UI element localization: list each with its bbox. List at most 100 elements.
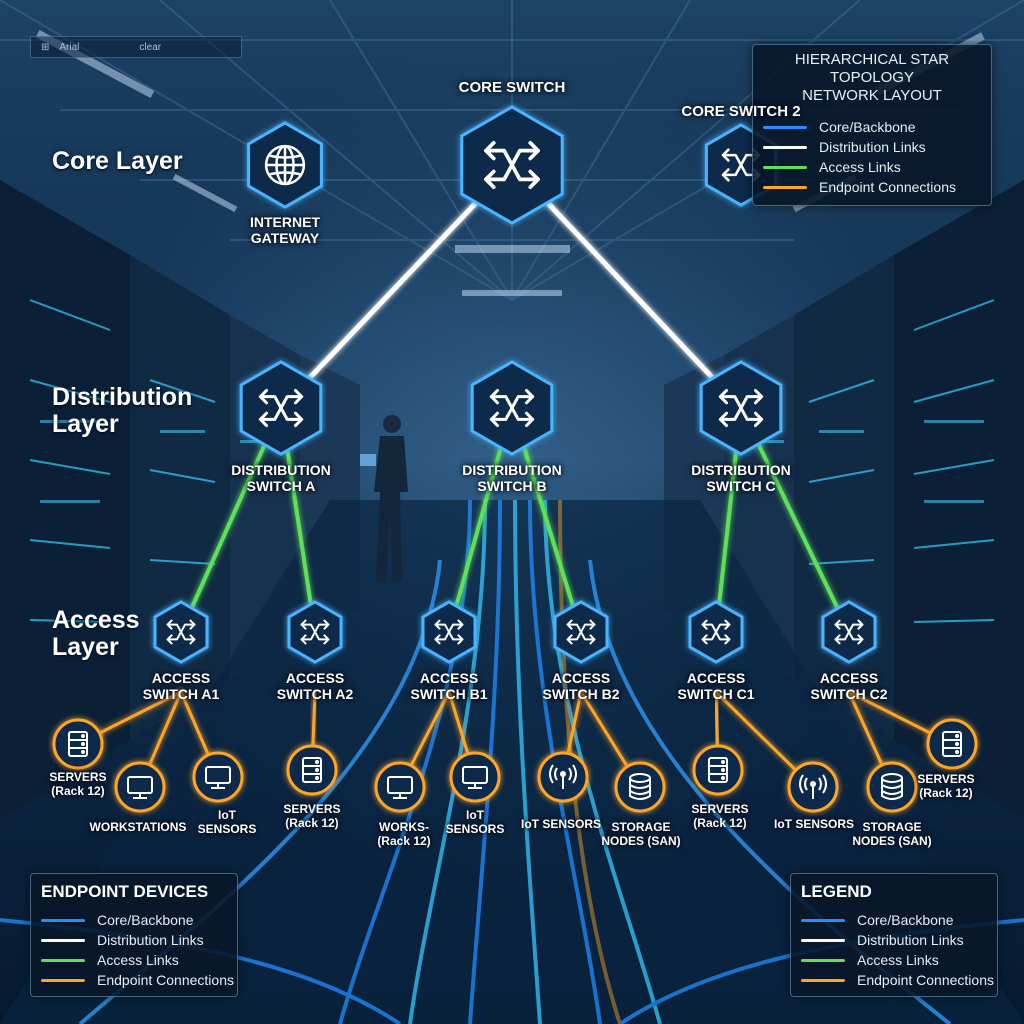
endpoint-ring <box>926 718 978 770</box>
endpoint-label: WORKS-(Rack 12) <box>377 820 430 848</box>
endpoint-device-node[interactable] <box>866 761 918 813</box>
text-toolbar[interactable]: ⊞ Arial clear <box>30 36 242 58</box>
endpoint-label-line-1: SERVERS <box>49 770 107 784</box>
title-line-2: NETWORK LAYOUT <box>802 87 942 104</box>
access-switch-label-line-1: ACCESS <box>686 670 746 686</box>
endpoint-legend-label: Distribution Links <box>97 932 204 948</box>
grid-icon[interactable]: ⊞ <box>41 41 50 53</box>
endpoint-device-node[interactable] <box>286 744 338 796</box>
endpoint-legend-row: Access Links <box>41 950 237 970</box>
endpoint-ring <box>114 761 166 813</box>
core-switch-node[interactable] <box>460 105 564 225</box>
endpoint-device-node[interactable] <box>787 761 839 813</box>
access-switch-label-line-2: SWITCH C2 <box>810 686 888 702</box>
legend-swatch <box>801 918 845 922</box>
title-legend-swatch <box>763 145 807 149</box>
access-switch-node[interactable] <box>421 600 477 664</box>
access-switch-node[interactable] <box>821 600 877 664</box>
title-line-1: HIERARCHICAL STAR TOPOLOGY <box>794 51 950 86</box>
endpoint-label-line-2: (Rack 12) <box>919 786 973 800</box>
distribution-switch-node[interactable] <box>239 360 323 456</box>
core-switch-2-label: CORE SWITCH 2 <box>681 103 801 120</box>
distribution-switch-node[interactable] <box>470 360 554 456</box>
access-switch-node[interactable] <box>688 600 744 664</box>
access-switch-label-line-2: SWITCH A2 <box>276 686 354 702</box>
switch-arrows-icon <box>434 619 464 645</box>
access-switch-node[interactable] <box>287 600 343 664</box>
access-switch-node[interactable] <box>153 600 209 664</box>
endpoint-panel-title: ENDPOINT DEVICES <box>41 882 209 901</box>
access-switch-label-line-1: ACCESS <box>551 670 611 686</box>
title-legend-panel: HIERARCHICAL STAR TOPOLOGY NETWORK LAYOU… <box>752 44 992 206</box>
access-switch-label-line-2: SWITCH A1 <box>142 686 220 702</box>
endpoint-label-line-2: NODES (SAN) <box>601 834 681 848</box>
font-name[interactable]: Arial <box>59 41 80 53</box>
legend-swatch <box>801 958 845 962</box>
clear-button[interactable]: clear <box>139 41 162 53</box>
endpoint-legend-swatch <box>41 978 85 982</box>
access-label-line-2: Layer <box>52 633 119 661</box>
endpoint-label-line-2: (Rack 12) <box>51 784 105 798</box>
legend-label: Distribution Links <box>857 932 964 948</box>
core-switch-label: CORE SWITCH <box>458 79 566 96</box>
endpoint-label: IoT SENSORS <box>521 817 601 831</box>
endpoint-legend-swatch <box>41 918 85 922</box>
distribution-layer-label: Distribution Layer <box>52 384 192 438</box>
endpoint-device-node[interactable] <box>614 761 666 813</box>
endpoint-label: IoT SENSORS <box>774 817 854 831</box>
access-switch-node[interactable] <box>553 600 609 664</box>
legend-label: Access Links <box>857 952 939 968</box>
endpoint-label-line-1: WORKSTATIONS <box>89 820 187 834</box>
legend-row: Endpoint Connections <box>801 970 997 990</box>
endpoint-ring <box>374 761 426 813</box>
endpoint-ring <box>52 718 104 770</box>
internet-gateway-node[interactable] <box>247 121 323 209</box>
endpoint-device-node[interactable] <box>374 761 426 813</box>
gateway-label-line-2: GATEWAY <box>250 230 320 246</box>
switch-arrows-icon <box>258 388 304 428</box>
title-legend-swatch <box>763 165 807 169</box>
title-legend-row: Access Links <box>763 157 991 177</box>
title-legend-row: Distribution Links <box>763 137 991 157</box>
endpoint-label-line-1: SERVERS <box>691 802 749 816</box>
title-legend-label: Endpoint Connections <box>819 179 956 195</box>
switch-arrows-icon <box>484 140 540 190</box>
access-label-line-1: Access <box>52 606 140 634</box>
endpoint-device-node[interactable] <box>449 751 501 803</box>
endpoint-device-node[interactable] <box>192 751 244 803</box>
endpoint-device-node[interactable] <box>926 718 978 770</box>
monitor-icon <box>462 766 488 789</box>
distribution-switch-node[interactable] <box>699 360 783 456</box>
title-legend-label: Core/Backbone <box>819 119 916 135</box>
title-legend-label: Access Links <box>819 159 901 175</box>
switch-arrows-icon <box>834 619 864 645</box>
endpoint-device-node[interactable] <box>692 744 744 796</box>
distribution-link <box>278 162 515 411</box>
gateway-label-line-1: INTERNET <box>250 214 320 230</box>
switch-arrows-icon <box>718 388 764 428</box>
endpoint-label-line-2: NODES (SAN) <box>852 834 932 848</box>
endpoint-device-node[interactable] <box>52 718 104 770</box>
access-link <box>739 406 851 634</box>
endpoint-legend-label: Access Links <box>97 952 179 968</box>
endpoint-label: SERVERS(Rack 12) <box>917 772 974 800</box>
distribution-switch-label-line-1: DISTRIBUTION <box>231 462 331 478</box>
switch-arrows-icon <box>300 619 330 645</box>
endpoint-legend-label: Core/Backbone <box>97 912 194 928</box>
legend-row: Distribution Links <box>801 930 997 950</box>
monitor-icon <box>205 766 231 789</box>
endpoint-device-node[interactable] <box>114 761 166 813</box>
endpoint-device-node[interactable] <box>537 751 589 803</box>
legend-row: Core/Backbone <box>801 910 997 930</box>
endpoint-label-line-1: SERVERS <box>917 772 975 786</box>
switch-arrows-icon <box>489 388 535 428</box>
